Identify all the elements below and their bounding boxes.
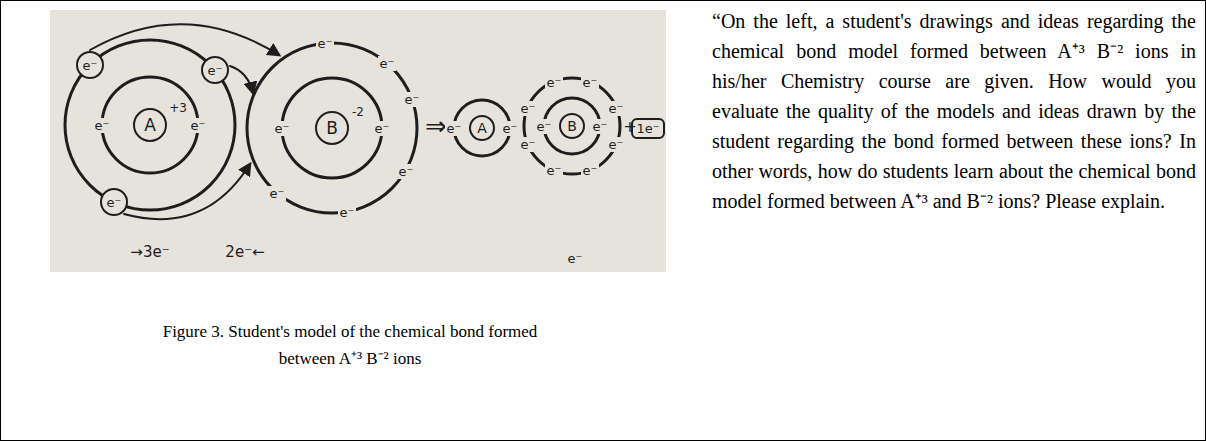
electron-shell <box>65 40 235 210</box>
electron-shell <box>102 77 198 173</box>
electron-label: e⁻ <box>273 121 292 136</box>
electron-label: e⁻ <box>445 121 464 136</box>
nucleus: A <box>469 115 495 141</box>
electron-label: e⁻ <box>378 56 397 71</box>
nucleus: A <box>133 108 167 142</box>
electron-label: e⁻ <box>93 118 112 133</box>
atom-symbol: B <box>326 120 338 137</box>
electron-label: e⁻ <box>607 101 626 116</box>
atom-symbol: A <box>144 117 156 134</box>
electron-label: e⁻ <box>519 137 538 152</box>
transfer-arrow <box>90 24 279 55</box>
electron-label: e⁻ <box>535 119 554 134</box>
photo-ground <box>50 10 666 272</box>
transfer-arrow <box>230 66 253 93</box>
question-text: “On the left, a student's drawings and i… <box>712 6 1196 216</box>
electron-label: e⁻ <box>501 121 520 136</box>
electron-label: 1e⁻ <box>636 122 659 135</box>
electron-label: e⁻ <box>403 92 422 107</box>
electron-shell <box>282 78 382 178</box>
circled-electron: e⁻ <box>201 56 229 84</box>
electron-label: e⁻ <box>189 118 208 133</box>
atom-symbol: A <box>477 121 487 135</box>
transfer-arrow <box>124 164 250 219</box>
atom-symbol: B <box>567 119 577 133</box>
electron-count: →3e⁻ <box>128 244 171 261</box>
electron-label: e⁻ <box>607 137 626 152</box>
electron-shell <box>524 78 620 174</box>
electron-label: e⁻ <box>566 251 585 266</box>
ion-charge: -2 <box>350 105 366 119</box>
electron-label: e⁻ <box>338 205 357 220</box>
electron-label: e⁻ <box>591 119 610 134</box>
electron-label: e⁻ <box>519 101 538 116</box>
electron-shell <box>247 43 417 213</box>
figure-caption: Figure 3. Student's model of the chemica… <box>140 318 560 372</box>
atom-symbol: e⁻ <box>208 64 223 77</box>
electron-label: e⁻ <box>545 163 564 178</box>
electron-label: e⁻ <box>397 164 416 179</box>
plus-sign: + <box>621 118 638 136</box>
nucleus: B <box>559 113 585 139</box>
nucleus: B <box>315 111 349 145</box>
ion-charge: +3 <box>167 101 189 115</box>
electron-label: e⁻ <box>268 186 287 201</box>
electron-label: e⁻ <box>373 121 392 136</box>
electron-label: e⁻ <box>581 163 600 178</box>
circled-electron: e⁻ <box>76 51 104 79</box>
electron-label: e⁻ <box>545 75 564 90</box>
atom-symbol: e⁻ <box>107 196 122 209</box>
electron-label: e⁻ <box>581 75 600 90</box>
atom-symbol: e⁻ <box>83 59 98 72</box>
electron-count: 2e⁻← <box>223 244 266 261</box>
circled-electron: e⁻ <box>100 188 128 216</box>
electron-label: e⁻ <box>316 36 335 51</box>
